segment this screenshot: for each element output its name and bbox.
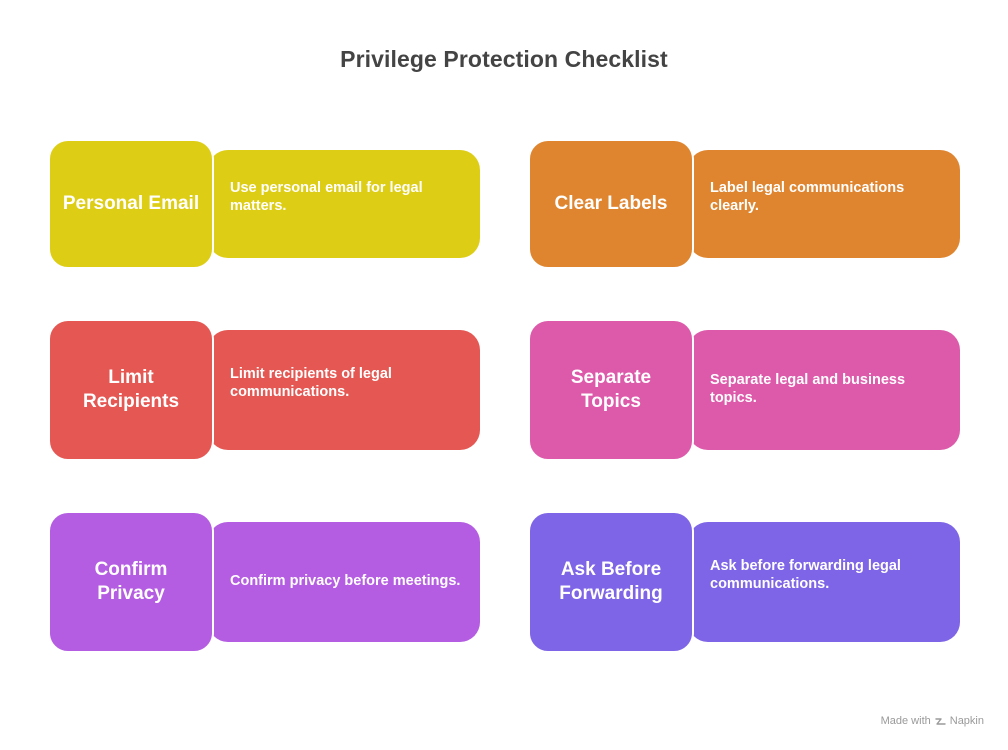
card-label-box: Ask Before Forwarding bbox=[528, 511, 694, 653]
card-description: Ask before forwarding legal communicatio… bbox=[710, 558, 901, 592]
card-label: Confirm Privacy bbox=[94, 559, 168, 604]
card-label-box: Personal Email bbox=[48, 139, 214, 269]
card-label: Ask Before Forwarding bbox=[559, 559, 663, 604]
card-description-box: Confirm privacy before meetings. bbox=[208, 522, 480, 642]
watermark-brand: Napkin bbox=[949, 715, 984, 727]
diagram-title: Privilege Protection Checklist bbox=[340, 46, 668, 72]
checklist-card-ask-before-forwarding: Ask before forwarding legal communicatio… bbox=[528, 511, 960, 653]
card-description-box: Label legal communications clearly. bbox=[688, 150, 960, 258]
card-description: Limit recipients of legal communications… bbox=[230, 366, 392, 400]
checklist-card-confirm-privacy: Confirm privacy before meetings. Confirm… bbox=[48, 511, 480, 653]
card-label: Personal Email bbox=[62, 193, 200, 214]
card-label: Separate Topics bbox=[570, 367, 652, 412]
card-label: Limit Recipients bbox=[82, 367, 180, 412]
card-description-box: Ask before forwarding legal communicatio… bbox=[688, 522, 960, 642]
card-label: Clear Labels bbox=[554, 193, 668, 214]
napkin-logo-icon bbox=[935, 716, 946, 727]
watermark-text: Made with bbox=[880, 715, 931, 727]
card-description: Label legal communications clearly. bbox=[710, 180, 905, 214]
card-description-box: Limit recipients of legal communications… bbox=[208, 330, 480, 450]
card-description: Separate legal and business topics. bbox=[710, 372, 906, 406]
checklist-card-separate-topics: Separate legal and business topics. Sepa… bbox=[528, 319, 960, 461]
made-with-napkin-watermark: Made with Napkin bbox=[881, 715, 984, 727]
checklist-card-limit-recipients: Limit recipients of legal communications… bbox=[48, 319, 480, 461]
card-label-box: Confirm Privacy bbox=[48, 511, 214, 653]
checklist-card-clear-labels: Label legal communications clearly. Clea… bbox=[528, 139, 960, 269]
checklist-card-personal-email: Use personal email for legal matters. Pe… bbox=[48, 139, 480, 269]
card-description-box: Use personal email for legal matters. bbox=[208, 150, 480, 258]
card-label-box: Clear Labels bbox=[528, 139, 694, 269]
card-description: Use personal email for legal matters. bbox=[230, 180, 423, 214]
card-label-box: Separate Topics bbox=[528, 319, 694, 461]
card-description-box: Separate legal and business topics. bbox=[688, 330, 960, 450]
card-label-box: Limit Recipients bbox=[48, 319, 214, 461]
card-description: Confirm privacy before meetings. bbox=[230, 573, 461, 589]
